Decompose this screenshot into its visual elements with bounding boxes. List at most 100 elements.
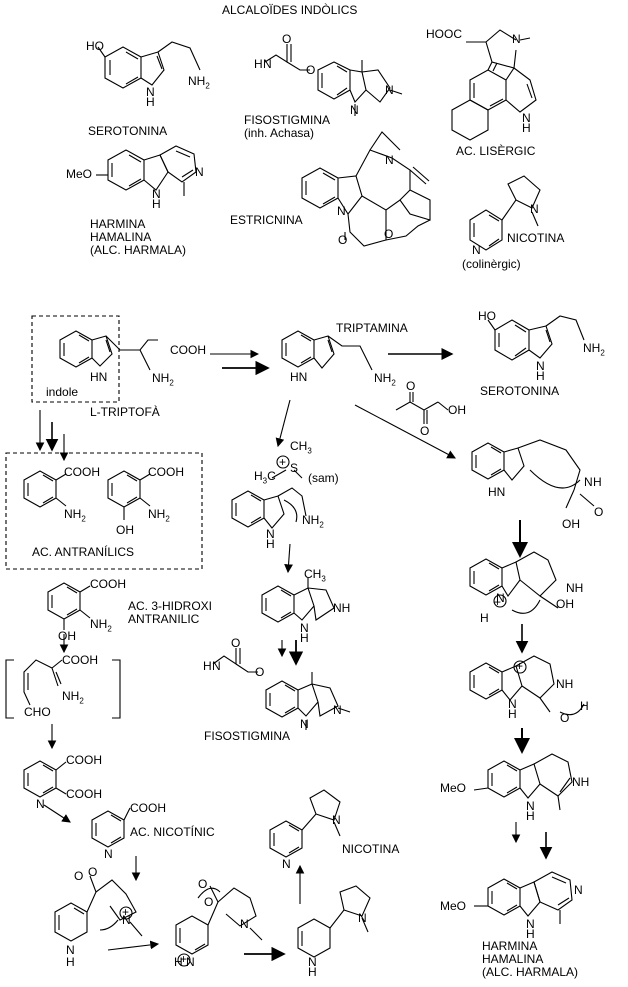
atom-meo: MeO	[440, 899, 467, 913]
atom-o: O	[338, 233, 348, 247]
harmine-structure-bottom	[474, 871, 573, 924]
label-triptamina: TRIPTAMINA	[336, 321, 408, 335]
atom-ho: HO	[86, 39, 104, 53]
atom-nh: NH	[333, 601, 351, 615]
pyrrolinium-charge-left	[119, 906, 133, 920]
atom-o: O	[255, 665, 265, 679]
atom-meo: MeO	[440, 781, 467, 795]
iminium-charge	[513, 660, 527, 674]
atom-cooh: COOH	[66, 787, 102, 801]
label-serotonina-mid: SEROTONINA	[480, 384, 560, 398]
atom-cooh: COOH	[62, 653, 98, 667]
atom-n: N	[472, 243, 481, 257]
atom-n: N	[350, 103, 359, 117]
nicotinic-acid-structure	[91, 807, 131, 848]
lysergic-acid-structure	[451, 29, 537, 141]
atom-cooh: COOH	[64, 465, 100, 479]
hydroxyanthranilic-acid-structure	[47, 582, 91, 630]
atom-nh2: NH2	[90, 617, 112, 634]
atom-n: N	[266, 527, 275, 541]
atom-h: H	[146, 95, 155, 109]
label-nicotina-mid: NICOTINA	[342, 842, 400, 856]
atom-plus: +	[279, 455, 287, 469]
label-antranilics: AC. ANTRANÍLICS	[32, 545, 135, 559]
atom-h: H	[480, 611, 489, 625]
atom-n: N	[300, 621, 309, 635]
atom-ho: HO	[478, 309, 496, 323]
label-nicotina-top: NICOTINA	[507, 231, 565, 245]
atom-o: O	[384, 227, 394, 241]
atom-oh: OH	[556, 597, 574, 611]
atom-n: N	[240, 917, 249, 931]
atom-hooc: HOOC	[426, 27, 462, 41]
atom-nh2: NH2	[188, 74, 210, 91]
atom-nh2: NH2	[64, 507, 86, 524]
atom-n: N	[512, 32, 521, 46]
atom-o: O	[74, 869, 84, 883]
atom-h: H	[152, 197, 161, 211]
atom-nh2: NH2	[62, 689, 84, 706]
serotonin-structure-mid	[487, 315, 585, 361]
atom-h: H	[174, 955, 183, 969]
indolenine-charge	[493, 594, 507, 608]
atom-n: N	[385, 153, 394, 167]
label-serotonina-top: SEROTONINA	[88, 124, 168, 138]
open-chain-intermediate	[23, 659, 63, 706]
pyruvic-acid-structure	[395, 392, 449, 424]
dihydronicotine-structure	[297, 885, 371, 958]
atom-n: N	[530, 202, 539, 216]
atom-oh: OH	[562, 517, 580, 531]
label-fisostigmina-note: (inh. Achasa)	[244, 126, 315, 140]
atom-h: H	[526, 927, 535, 941]
atom-n: N	[574, 883, 583, 897]
atom-n: N	[66, 943, 75, 957]
atom-plus: +	[516, 659, 524, 673]
atom-n: N	[536, 359, 545, 373]
physostigmine-structure-mid	[212, 648, 351, 730]
label-fisostigmina-top: FISOSTIGMINA	[244, 113, 331, 127]
physostigmine-structure-top	[264, 44, 403, 116]
atom-n: N	[152, 187, 161, 201]
atom-h: H	[308, 965, 317, 979]
atom-o: O	[282, 32, 292, 46]
atom-n: N	[122, 913, 131, 927]
label-hidroxi-1: AC. 3-HIDROXI	[128, 599, 213, 613]
atom-n: N	[300, 717, 309, 731]
atom-nh2: NH2	[374, 371, 396, 388]
label-sam: (sam)	[308, 471, 339, 485]
pyridinium-charge	[177, 953, 191, 967]
atom-n: N	[332, 813, 341, 827]
atom-nh2: NH2	[148, 507, 170, 524]
atom-nh: NH	[572, 775, 590, 789]
atom-nh: NH	[556, 677, 574, 691]
atom-n: N	[508, 697, 517, 711]
harmaline-structure	[473, 753, 573, 811]
label-fisostigmina-mid: FISOSTIGMINA	[204, 729, 291, 743]
label-harmala-bottom: (ALC. HARMALA)	[482, 965, 579, 979]
atom-n: N	[186, 955, 195, 969]
atom-nh2: NH2	[583, 341, 605, 358]
label-hidroxi-2: ANTRANILIC	[128, 612, 200, 626]
atom-h: H	[266, 537, 275, 551]
atom-n: N	[263, 57, 272, 71]
atom-h: H	[526, 809, 535, 823]
atom-meo: MeO	[66, 167, 93, 181]
nicotine-structure-top	[469, 175, 541, 251]
strychnine-structure	[301, 131, 431, 247]
label-colinergic: (colinèrgic)	[462, 257, 521, 271]
atom-nh: NH	[566, 581, 584, 595]
atom-h: H	[203, 659, 212, 673]
quinolinic-acid-structure	[23, 760, 67, 798]
atom-h: H	[593, 475, 602, 489]
label-indole: indole	[46, 385, 79, 399]
atom-n: N	[526, 917, 535, 931]
spiroindolenine-intermediate	[469, 551, 559, 614]
atom-n: N	[337, 204, 346, 218]
atom-cooh: COOH	[130, 801, 166, 815]
hydroxyanthranilic-acid-structure-box	[107, 470, 151, 520]
label-harmina-top: HARMINA	[90, 217, 146, 231]
harmine-structure-top	[96, 145, 197, 196]
atom-n: N	[526, 799, 535, 813]
atom-o: O	[560, 711, 570, 725]
